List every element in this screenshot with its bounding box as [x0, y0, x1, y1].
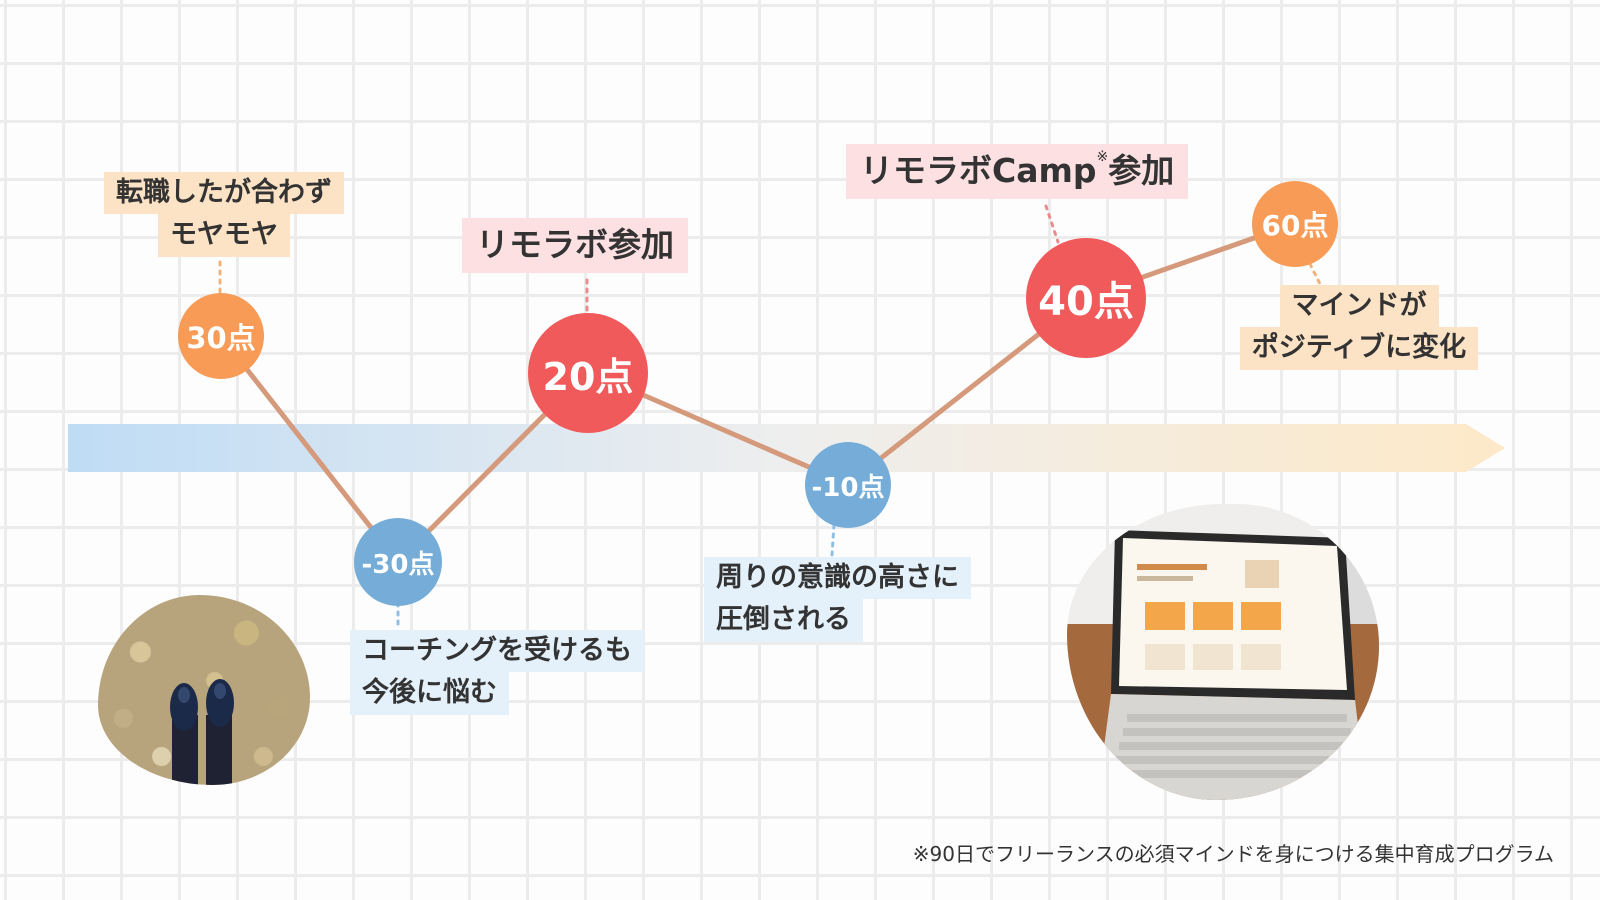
- laptop-illustration: [1067, 504, 1379, 800]
- label-camp-join-line: リモラボCamp※参加: [846, 144, 1189, 199]
- label-awareness-line-1: 周りの意識の高さに: [704, 557, 971, 600]
- score-circle-20: 20点: [528, 313, 648, 433]
- score-circle-60: 60点: [1252, 181, 1338, 267]
- label-mind-change: マインドが ポジティブに変化: [1228, 285, 1490, 370]
- label-camp-join: リモラボCamp※参加: [846, 144, 1189, 199]
- score-circle-40: 40点: [1026, 238, 1146, 358]
- connector-lines: [218, 204, 1322, 630]
- score-circle-30: 30点: [178, 293, 264, 379]
- label-awareness: 周りの意識の高さに 圧倒される: [704, 557, 971, 642]
- timeline-arrow: [68, 424, 1505, 472]
- label-coaching-line-1: コーチングを受けるも: [350, 630, 644, 673]
- label-coaching: コーチングを受けるも 今後に悩む: [350, 630, 644, 715]
- score-circle-minus-10: -10点: [805, 442, 891, 528]
- label-awareness-line-2: 圧倒される: [704, 599, 863, 642]
- score-circle-minus-30: -30点: [354, 518, 442, 606]
- label-mind-change-line-1: マインドが: [1279, 285, 1439, 328]
- photo-laptop: [1067, 504, 1379, 800]
- label-remolabo-join: リモラボ参加: [462, 218, 688, 273]
- label-mind-change-line-2: ポジティブに変化: [1239, 327, 1479, 370]
- shoes-illustration: [170, 679, 234, 785]
- label-coaching-line-2: 今後に悩む: [350, 672, 509, 715]
- photo-leaves-shoes: [98, 595, 310, 785]
- label-job-change: 転職したが合わず モヤモヤ: [96, 172, 352, 257]
- label-remolabo-join-line: リモラボ参加: [462, 218, 688, 273]
- camp-name: リモラボCamp: [860, 151, 1097, 190]
- label-job-change-line-1: 転職したが合わず: [104, 172, 344, 215]
- camp-suffix: 参加: [1108, 151, 1175, 190]
- label-job-change-line-2: モヤモヤ: [158, 214, 290, 257]
- footnote: ※90日でフリーランスの必須マインドを身につける集中育成プログラム: [912, 842, 1554, 866]
- camp-note-mark: ※: [1096, 149, 1109, 165]
